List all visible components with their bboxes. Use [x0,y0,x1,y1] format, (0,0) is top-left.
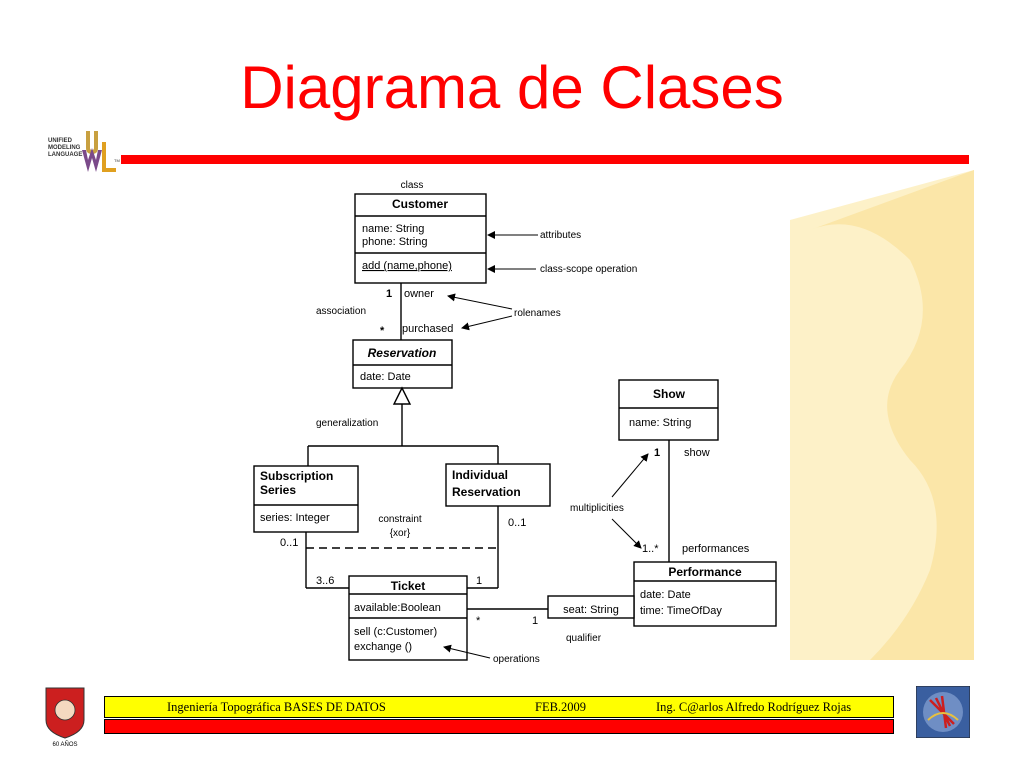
ticket-operation-exchange: exchange () [354,641,412,653]
mult-qualifier-one: 1 [532,615,538,627]
mult-individual-constraint: 0..1 [508,517,526,529]
footer-red-band [104,719,894,734]
annotation-class-scope-operation: class-scope operation [540,264,637,275]
annotation-attributes: attributes [540,230,581,241]
logo-tm: TM [114,158,120,163]
class-show-name: Show [653,387,686,401]
customer-attribute-name: name: String [362,223,424,235]
class-subscription-name-line1: Subscription [260,469,333,483]
annotation-class: class [401,180,424,191]
mult-performance-end: 1..* [642,543,659,555]
annotation-operations: operations [493,654,540,665]
logo-line-1: UNIFIED [48,138,73,144]
performance-attribute-time: time: TimeOfDay [640,605,722,617]
class-reservation-name: Reservation [368,346,437,360]
badge-caption: 60 AÑOS [52,741,77,748]
mult-subscription-constraint: 0..1 [280,537,298,549]
annotation-xor: {xor} [390,528,411,539]
faculty-logo-badge [916,686,970,738]
mult-ticket-individual: 1 [476,575,482,587]
role-owner: owner [404,288,434,300]
annotation-association: association [316,306,366,317]
qualifier-box-label: seat: String [563,604,619,616]
footer-yellow-band: Ingeniería Topográfica BASES DE DATOS FE… [104,696,894,718]
annotation-qualifier: qualifier [566,633,602,644]
mult-customer-end: 1 [386,288,392,300]
uml-class-diagram: Customer name: String phone: String add … [253,180,777,665]
uml-logo: UNIFIED MODELING LANGUAGE TM [44,128,120,176]
footer-date: FEB.2009 [535,700,587,714]
ticket-operation-sell: sell (c:Customer) [354,626,437,638]
university-shield-badge: 60 AÑOS [45,687,85,748]
mult-ticket-qualifier-star: * [476,615,481,627]
mult-reservation-end: * [380,325,385,337]
footer-author: Ing. C@arlos Alfredo Rodríguez Rojas [656,700,852,714]
mult-ticket-subscription: 3..6 [316,575,334,587]
class-performance-name: Performance [668,565,742,579]
role-show: show [684,447,710,459]
performance-attribute-date: date: Date [640,589,691,601]
mult-show-end: 1 [654,447,660,459]
annotation-rolenames: rolenames [514,308,561,319]
show-attribute-name: name: String [629,417,691,429]
footer-bar: Ingeniería Topográfica BASES DE DATOS FE… [104,696,896,736]
role-performances: performances [682,543,750,555]
customer-operation-add: add (name,phone) [362,260,452,272]
slide-title: Diagrama de Clases [240,54,784,121]
class-individual-name-line2: Reservation [452,485,521,499]
subscription-attribute-series: series: Integer [260,512,330,524]
annotation-constraint: constraint [378,514,422,525]
class-customer-name: Customer [392,197,448,211]
logo-line-2: MODELING [48,145,81,151]
annotation-multiplicities: multiplicities [570,503,624,514]
annotation-generalization: generalization [316,418,378,429]
footer-course: Ingeniería Topográfica BASES DE DATOS [167,700,386,714]
logo-line-3: LANGUAGE [48,152,82,158]
class-subscription-name-line2: Series [260,483,296,497]
role-purchased: purchased [402,323,453,335]
ticket-attribute-available: available:Boolean [354,602,441,614]
customer-attribute-phone: phone: String [362,236,427,248]
reservation-attribute-date: date: Date [360,371,411,383]
class-ticket-name: Ticket [391,579,425,593]
title-rule [121,155,969,164]
background-decoration [790,170,974,660]
class-individual-name-line1: Individual [452,468,508,482]
